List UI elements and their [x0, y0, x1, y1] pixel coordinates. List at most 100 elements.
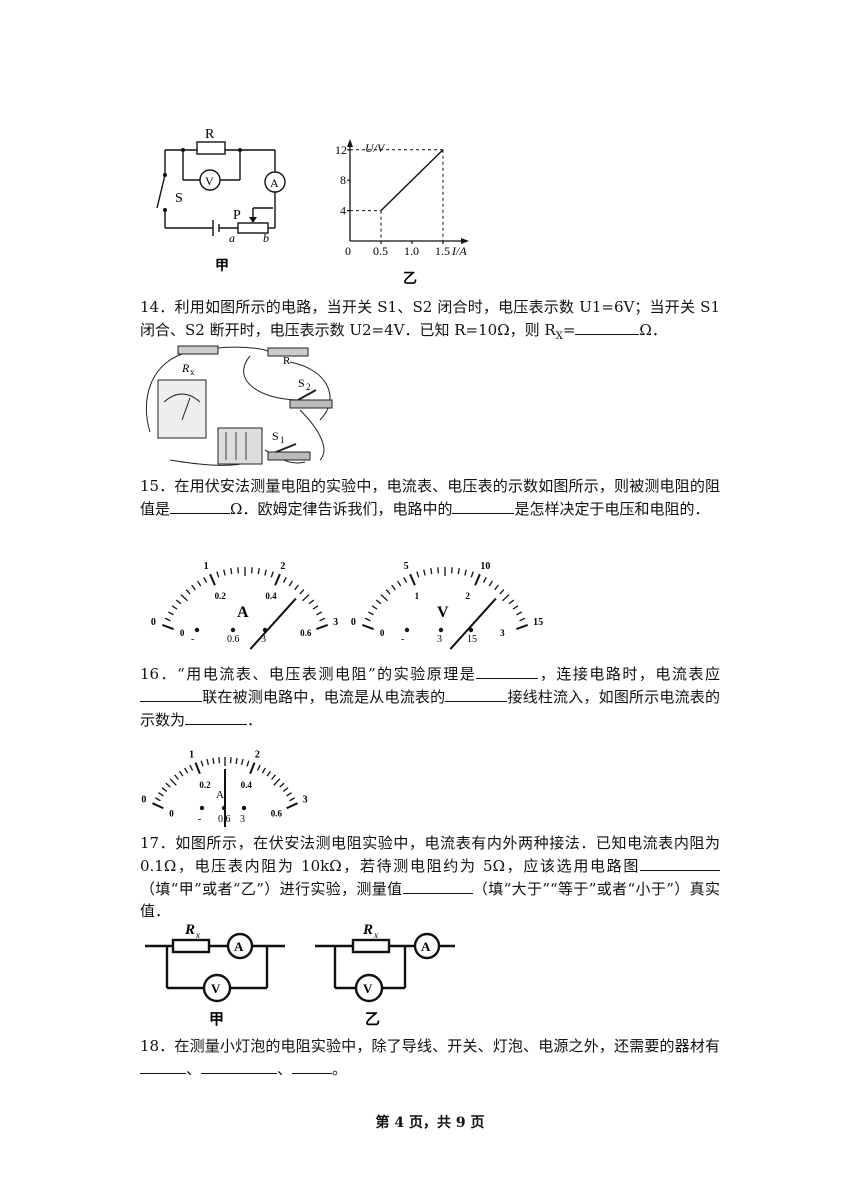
q16-meter-tick: [184, 767, 189, 774]
q16-text-c: 联在被测电路中，电流是从电流表的: [202, 688, 446, 706]
q16-blank-reading[interactable]: [185, 708, 248, 725]
ammeter-bottom-label: 0.2: [215, 591, 227, 601]
q16-meter-tick: [279, 782, 285, 788]
ammeter-tick: [302, 594, 310, 602]
voltmeter-tick: [391, 584, 396, 591]
ammeter-tick: [175, 599, 182, 605]
q16-blank-principle[interactable]: [476, 662, 539, 679]
voltmeter-tick: [367, 611, 374, 616]
q17-jia-voltmeter: V: [211, 981, 221, 996]
terminal-knob: [404, 627, 410, 633]
ammeter-tick: [180, 594, 188, 602]
fig-label-S2: S: [298, 376, 305, 390]
voltmeter-tick: [361, 623, 374, 630]
q18-blank-1[interactable]: [140, 1057, 186, 1074]
label-S: S: [175, 191, 183, 206]
ammeter-bottom-label: 0.4: [265, 591, 277, 601]
q16-meter-tick: [169, 778, 177, 786]
label-b: b: [263, 231, 269, 245]
caption-jia: 甲: [215, 258, 229, 274]
q16-meter-tick: [189, 764, 194, 771]
ammeter-top-label: 0: [151, 617, 156, 628]
ammeter-tick: [282, 576, 287, 583]
voltmeter-tick: [464, 569, 467, 576]
q16-meter-tick: [266, 770, 272, 777]
q16-meter-tick: [256, 764, 261, 771]
q16-meter-bottom-label: 0.2: [199, 780, 211, 790]
voltmeter-tick: [499, 589, 505, 595]
q18-end: 。: [332, 1060, 348, 1078]
ammeter-tick: [216, 571, 220, 578]
q17-text-b: （填“甲”或者“乙”）进行实验，测量值: [140, 880, 403, 898]
fig-label-S1-sub: 1: [280, 435, 285, 445]
terminal-knob: [199, 805, 205, 811]
q16-meter-tick: [261, 767, 266, 774]
q15-blank-current[interactable]: [452, 497, 515, 514]
voltmeter-tick: [519, 617, 526, 622]
q17-blank-comparison[interactable]: [402, 877, 473, 894]
x-axis-label: I/A: [451, 244, 467, 258]
y-tick-label: 4: [340, 204, 346, 218]
voltmeter-bottom-label: 3: [500, 628, 505, 638]
q17-circuit-yi: R x A V 乙: [315, 922, 455, 1028]
q17-text-c: （填“大于”“等于”或者“小于”）真实值．: [140, 880, 720, 920]
x-tick-label: 1.5: [435, 244, 450, 258]
y-axis-label: U/V: [365, 141, 386, 155]
y-tick-label: 12: [335, 143, 347, 157]
ammeter-tick: [264, 569, 267, 576]
origin-label: 0: [345, 244, 351, 258]
q17-blank-circuit[interactable]: [640, 854, 720, 871]
question-17: 17．如图所示，在伏安法测电阻实验中，电流表有内外两种接法．已知电流表内阻为 0…: [140, 832, 720, 922]
voltmeter-tick: [416, 571, 420, 578]
voltmeter-top-label: 5: [404, 561, 409, 572]
ammeter-tick: [203, 576, 208, 583]
ammeter-tick: [316, 611, 323, 616]
x-tick-label: 1.0: [404, 244, 419, 258]
q16-meter-tick: [200, 760, 204, 767]
voltmeter-tick: [512, 605, 519, 610]
voltmeter-tick: [375, 599, 382, 605]
voltmeter-tick: [502, 594, 510, 602]
q16-meter-top-label: 2: [255, 749, 260, 760]
q16-blank-connection[interactable]: [140, 685, 202, 702]
voltmeter-tick: [482, 576, 487, 583]
voltmeter-tick: [494, 584, 499, 591]
ammeter-tick: [274, 573, 281, 586]
q17-yi-rx: R: [362, 922, 373, 938]
q17-jia-rx-sub: x: [195, 930, 200, 940]
ammeter-bottom-label: 0: [180, 628, 185, 638]
page-footer: 第 4 页，共 9 页: [375, 1115, 485, 1131]
ammeter-terminal-06: 0.6: [227, 634, 240, 645]
q18-sep-1: 、: [186, 1060, 202, 1078]
q16-meter-tick: [161, 787, 168, 792]
voltmeter-tick: [516, 611, 523, 616]
q16-blank-terminal[interactable]: [445, 685, 508, 702]
voltmeter-tick: [403, 576, 408, 583]
voltmeter-tick: [409, 573, 416, 586]
ammeter-label: A: [270, 176, 279, 190]
voltmeter-tick: [470, 571, 474, 578]
voltmeter-unit: V: [437, 604, 449, 621]
q16-meter-bottom-label: 0: [169, 808, 174, 818]
q15-blank-resistance[interactable]: [170, 497, 231, 514]
q16-meter-tick: [235, 757, 238, 764]
voltmeter-tick: [364, 617, 371, 622]
q14-text-c: Ω．: [639, 321, 667, 339]
q14-apparatus-figure: R x R S 2 S 1: [145, 345, 333, 466]
q15-text-c: 是怎样决定于电压和电阻的．: [514, 500, 710, 518]
terminal-knob: [468, 627, 474, 633]
voltmeter-tick: [508, 599, 515, 605]
terminal-knob: [241, 805, 247, 811]
voltmeter-terminal-15: 15: [467, 634, 477, 645]
question-14: 14．利用如图所示的电路，当开关 S1、S2 闭合时，电压表示数 U1=6V；当…: [140, 296, 720, 348]
q14-answer-blank[interactable]: [575, 318, 640, 335]
ammeter-needle: [249, 597, 297, 650]
q16-meter-tick: [158, 792, 164, 797]
q16-meter-bottom-label: 0.4: [241, 780, 253, 790]
q18-blank-3[interactable]: [292, 1057, 333, 1074]
q18-blank-2[interactable]: [201, 1057, 278, 1074]
voltmeter-tick: [385, 589, 391, 595]
ammeter-tick: [209, 573, 216, 586]
